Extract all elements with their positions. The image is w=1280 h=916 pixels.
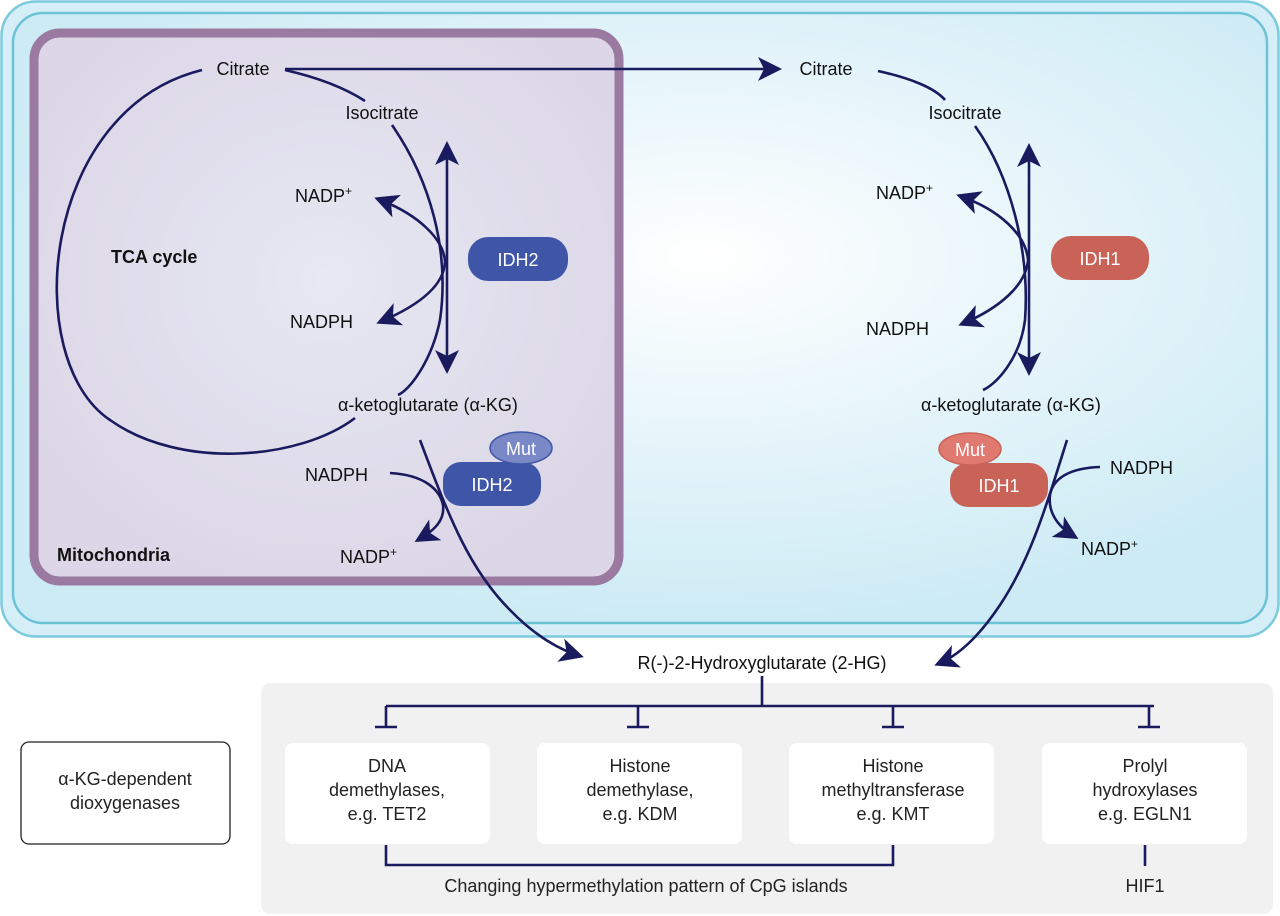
- target-text-prolyl-hydroxylases: Prolyl hydroxylases e.g. EGLN1: [1092, 756, 1197, 824]
- target-box-dna-demethylases: [285, 743, 490, 844]
- hif1-outcome-label: HIF1: [1125, 876, 1164, 896]
- mito-citrate-label: Citrate: [216, 59, 269, 79]
- mut-idh2-akg-to-2hg-arrow: [418, 439, 584, 662]
- svg-text:demethylase,: demethylase,: [586, 780, 693, 800]
- legend-line-1: α-KG-dependent: [58, 769, 192, 789]
- mut-idh1-nadp-plus-label: NADP+: [1081, 537, 1138, 559]
- 2hg-product-label: R(-)-2-Hydroxyglutarate (2-HG): [637, 653, 886, 673]
- cyto-citrate-label: Citrate: [799, 59, 852, 79]
- idh1-enzyme-pill: [1051, 236, 1149, 280]
- svg-text:hydroxylases: hydroxylases: [1092, 780, 1197, 800]
- legend-box: [20, 741, 231, 845]
- target-text-histone-demethylase: Histone demethylase, e.g. KDM: [586, 756, 693, 824]
- cpg-bracket: [384, 845, 895, 867]
- mitochondria-compartment: [29, 28, 624, 586]
- mito-nadp-plus-label: NADP+: [295, 184, 352, 206]
- citrate-to-isocitrate-arc: [284, 68, 366, 103]
- mut-idh1-enzyme-pill: [950, 463, 1048, 507]
- targets-panel: [261, 683, 1273, 914]
- target-box-histone-demethylase: [537, 743, 742, 844]
- legend-line-2: dioxygenases: [70, 793, 180, 813]
- cyto-nadp-plus-label: NADP+: [876, 181, 933, 203]
- tca-cycle-arc: [55, 68, 356, 455]
- cpg-outcome-label: Changing hypermethylation pattern of CpG…: [444, 876, 847, 896]
- target-text-dna-demethylases: DNA demethylases, e.g. TET2: [329, 756, 445, 824]
- mut-idh1-enzyme-label: IDH1: [978, 476, 1019, 496]
- svg-text:Histone: Histone: [862, 756, 923, 776]
- cyto-citrate-to-isocitrate-arc: [877, 69, 946, 101]
- mut-idh2-enzyme-pill: [443, 462, 541, 506]
- svg-text:methyltransferase: methyltransferase: [821, 780, 964, 800]
- mut-idh1-badge-label: Mut: [955, 440, 985, 460]
- svg-text:e.g. KDM: e.g. KDM: [602, 804, 677, 824]
- idh1-enzyme-label: IDH1: [1079, 249, 1120, 269]
- mut-idh2-nadp-plus-label: NADP+: [340, 545, 397, 567]
- idh2-enzyme-label: IDH2: [497, 250, 538, 270]
- cyto-nadph-label: NADPH: [866, 319, 929, 339]
- idh2-enzyme-pill: [468, 237, 568, 281]
- svg-text:Prolyl: Prolyl: [1122, 756, 1167, 776]
- mut-idh2-badge: [489, 431, 553, 465]
- target-box-histone-methyltransferase: [789, 743, 994, 844]
- inhibition-branches: [375, 706, 1160, 729]
- mito-nadph-label: NADPH: [290, 312, 353, 332]
- svg-text:Histone: Histone: [609, 756, 670, 776]
- svg-text:e.g. KMT: e.g. KMT: [856, 804, 929, 824]
- mito-akg-label: α-ketoglutarate (α-KG): [338, 395, 518, 415]
- target-box-prolyl-hydroxylases: [1042, 743, 1247, 844]
- target-text-histone-methyltransferase: Histone methyltransferase e.g. KMT: [821, 756, 964, 824]
- svg-text:e.g. TET2: e.g. TET2: [348, 804, 427, 824]
- svg-text:demethylases,: demethylases,: [329, 780, 445, 800]
- mut-idh1-nadph-label: NADPH: [1110, 458, 1173, 478]
- svg-text:DNA: DNA: [368, 756, 406, 776]
- mut-idh1-nadph-arrow: [1048, 465, 1101, 540]
- mito-isocitrate-label: Isocitrate: [345, 103, 418, 123]
- mut-idh2-badge-label: Mut: [506, 439, 536, 459]
- nadp-to-nadph-arrow-cyto: [956, 191, 1030, 328]
- nadp-to-nadph-arrow-mito: [374, 194, 447, 326]
- mut-idh2-nadph-arrow: [389, 471, 445, 543]
- mut-idh2-enzyme-label: IDH2: [471, 475, 512, 495]
- mut-idh2-nadph-label: NADPH: [305, 465, 368, 485]
- tca-cycle-label: TCA cycle: [111, 247, 197, 267]
- svg-text:e.g. EGLN1: e.g. EGLN1: [1098, 804, 1192, 824]
- cyto-akg-label: α-ketoglutarate (α-KG): [921, 395, 1101, 415]
- cyto-isocitrate-label: Isocitrate: [928, 103, 1001, 123]
- mut-idh1-badge: [938, 432, 1002, 466]
- mitochondria-label: Mitochondria: [57, 545, 171, 565]
